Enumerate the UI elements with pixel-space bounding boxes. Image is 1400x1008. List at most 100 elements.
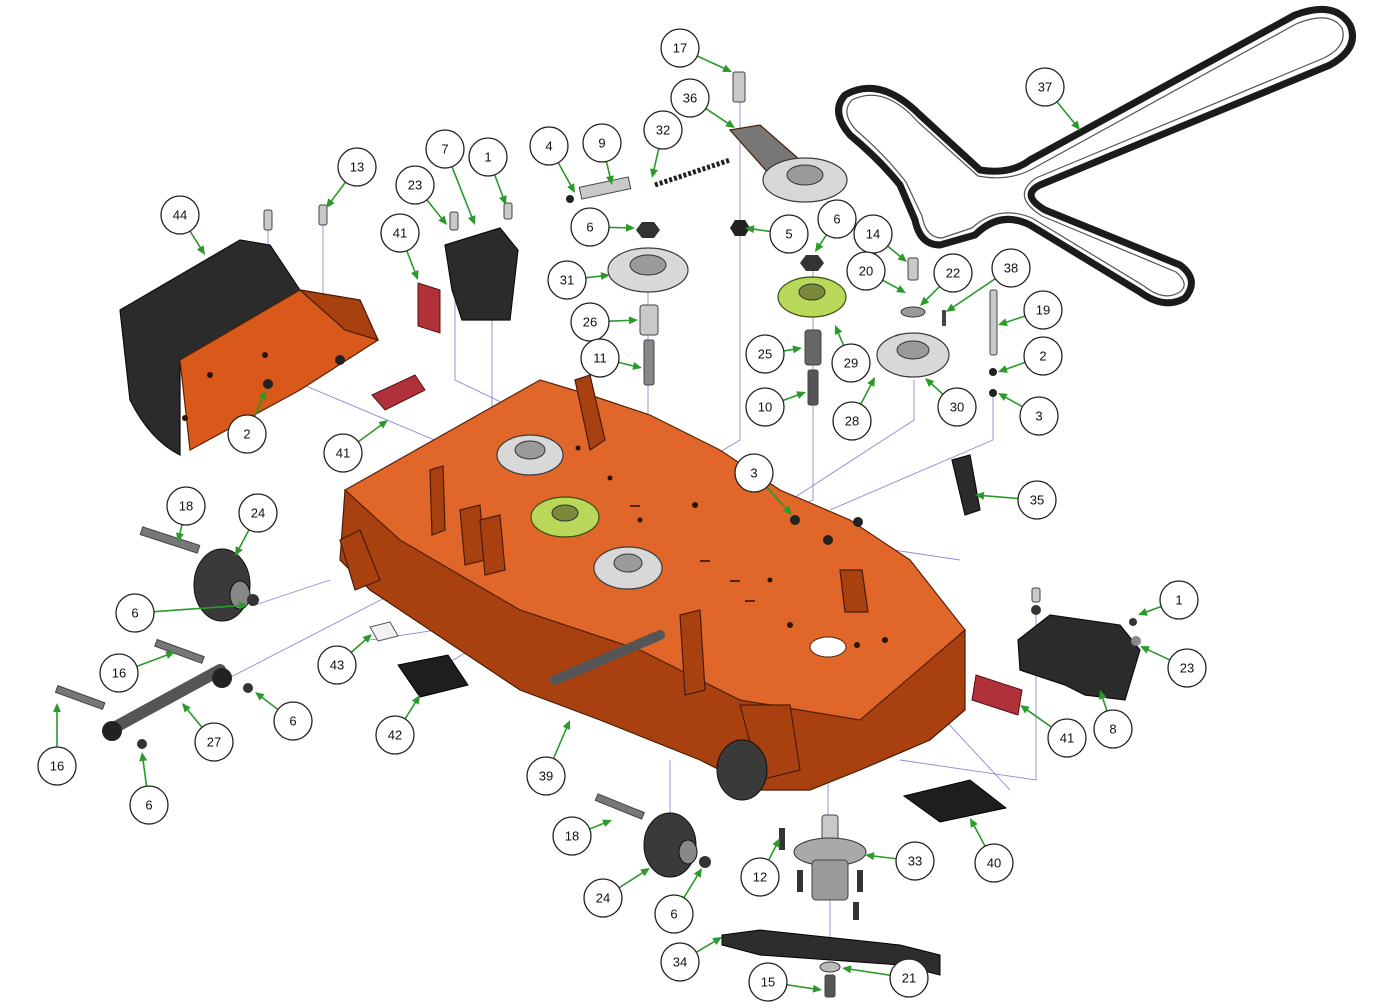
callout-p27: 27 — [194, 722, 234, 762]
callout-p1a: 1 — [468, 137, 508, 177]
callout-number: 5 — [785, 227, 792, 242]
leader-arrowhead-p41c — [1020, 705, 1030, 714]
callout-circle — [227, 414, 267, 454]
rear-guard-44 — [119, 239, 380, 456]
leader-arrowhead-p37 — [1071, 120, 1080, 130]
deck-housing — [339, 374, 966, 791]
callout-circle — [660, 942, 700, 982]
leader-line-p27 — [185, 707, 203, 728]
callout-circle — [933, 253, 973, 293]
callout-p37: 37 — [1025, 67, 1065, 107]
callout-circle — [748, 962, 788, 1002]
leader-arrowhead-p14 — [897, 253, 907, 262]
leader-arrowhead-p19 — [998, 318, 1008, 326]
callout-number: 24 — [251, 506, 265, 521]
leader-arrowhead-p1b — [1138, 608, 1148, 616]
callout-circle — [1023, 336, 1063, 376]
leader-arrowhead-p9 — [606, 175, 614, 185]
callout-p2a: 2 — [1023, 336, 1063, 376]
callout-p34: 34 — [660, 942, 700, 982]
leader-line-p6f — [683, 872, 700, 899]
callout-p9: 9 — [582, 123, 622, 163]
callout-p22: 22 — [933, 253, 973, 293]
callout-number: 32 — [656, 123, 670, 138]
callout-circle — [1017, 480, 1057, 520]
callout-circle — [832, 401, 872, 441]
leader-line-p34 — [695, 939, 718, 953]
callout-circle — [395, 165, 435, 205]
leader-line-p24b — [618, 870, 646, 889]
callout-number: 1 — [1175, 593, 1182, 608]
callout-number: 31 — [560, 273, 574, 288]
callout-circle — [769, 214, 809, 254]
callout-p44: 44 — [160, 195, 200, 235]
callout-p23b: 23 — [1167, 648, 1207, 688]
callout-circle — [831, 343, 871, 383]
callout-circle — [375, 715, 415, 755]
callout-circle — [991, 248, 1031, 288]
chute-7 — [444, 227, 519, 321]
leader-arrowhead-p11 — [632, 362, 642, 370]
callout-p23a: 23 — [395, 165, 435, 205]
callout-circle — [889, 958, 929, 998]
callout-number: 13 — [350, 160, 364, 175]
leader-line-p2b — [253, 395, 265, 417]
callout-p2b: 2 — [227, 414, 267, 454]
callout-p1b: 1 — [1159, 580, 1199, 620]
callout-circle — [745, 334, 785, 374]
leader-arrowhead-p39 — [562, 720, 571, 730]
callout-p8: 8 — [1093, 709, 1133, 749]
leader-arrowhead-p3a — [998, 393, 1008, 401]
leader-arrowhead-p3b — [782, 505, 792, 515]
callout-number: 6 — [145, 798, 152, 813]
leader-line-p3b — [766, 486, 789, 512]
callout-circle — [547, 260, 587, 300]
callout-p31: 31 — [547, 260, 587, 300]
callout-p11: 11 — [580, 338, 620, 378]
leader-arrowhead-p38 — [946, 303, 956, 312]
callout-circle — [570, 302, 610, 342]
leader-line-p31 — [585, 274, 605, 279]
leader-arrowhead-p16b — [53, 703, 61, 712]
callout-p35: 35 — [1017, 480, 1057, 520]
callout-circle — [817, 199, 857, 239]
leader-arrowhead-p36 — [725, 119, 735, 128]
callout-circle — [670, 78, 710, 118]
callout-number: 9 — [598, 136, 605, 151]
callout-number: 6 — [833, 212, 840, 227]
leader-arrowhead-p23a — [438, 215, 447, 225]
callout-circle — [238, 493, 278, 533]
callout-p43: 43 — [317, 645, 357, 685]
callout-number: 2 — [1039, 349, 1046, 364]
leader-line-p41c — [1024, 707, 1052, 728]
callout-number: 43 — [330, 658, 344, 673]
callout-number: 4 — [545, 139, 552, 154]
callout-number: 3 — [1035, 409, 1042, 424]
callout-number: 39 — [539, 769, 553, 784]
callout-circle — [380, 213, 420, 253]
spindle-and-blade — [721, 814, 941, 998]
callout-number: 36 — [683, 91, 697, 106]
leader-arrowhead-p32 — [650, 168, 658, 178]
callout-circle — [1023, 290, 1063, 330]
leader-arrowhead-p20 — [896, 285, 906, 293]
callout-circle — [582, 123, 622, 163]
callout-p16a: 16 — [99, 653, 139, 693]
leader-arrowhead-p7 — [467, 215, 476, 225]
leader-arrowhead-p6c — [238, 601, 248, 610]
callout-p41a: 41 — [380, 213, 420, 253]
callout-circle — [734, 453, 774, 493]
leader-arrowhead-p21 — [842, 965, 852, 974]
leader-line-p6e — [141, 757, 148, 787]
callout-circle — [583, 878, 623, 918]
leader-line-p41b — [357, 422, 384, 443]
callout-circle — [1167, 648, 1207, 688]
callout-circle — [323, 433, 363, 473]
callout-number: 6 — [586, 220, 593, 235]
callout-number: 11 — [593, 351, 607, 366]
callout-number: 40 — [987, 856, 1001, 871]
leader-arrowhead-p24b — [640, 868, 650, 877]
callout-p25: 25 — [745, 334, 785, 374]
callout-number: 1 — [484, 150, 491, 165]
callout-circle — [1159, 580, 1199, 620]
